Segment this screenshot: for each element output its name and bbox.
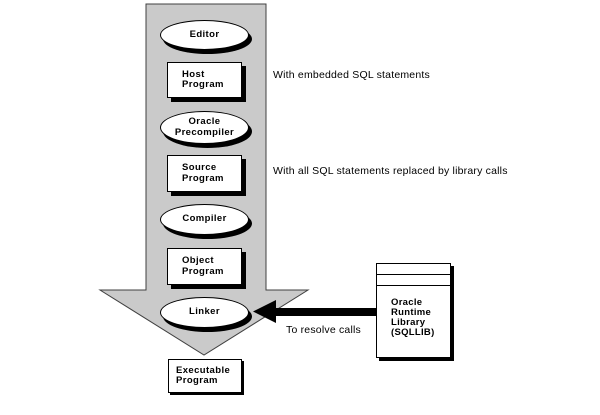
node-host-program-label: Host Program bbox=[182, 68, 224, 90]
library-box-top-line-2 bbox=[377, 275, 450, 286]
annotation-replaced-sql: With all SQL statements replaced by libr… bbox=[273, 165, 508, 177]
node-editor-label: Editor bbox=[189, 28, 220, 40]
node-source-program-label: Source Program bbox=[182, 162, 224, 184]
node-object-program: Object Program bbox=[167, 248, 242, 285]
node-compiler: Compiler bbox=[160, 204, 249, 235]
node-object-program-label: Object Program bbox=[182, 255, 224, 277]
node-linker: Linker bbox=[160, 297, 249, 328]
annotation-resolve-calls: To resolve calls bbox=[286, 324, 361, 336]
node-compiler-label: Compiler bbox=[182, 213, 227, 225]
node-host-program: Host Program bbox=[167, 62, 242, 98]
node-editor: Editor bbox=[160, 20, 249, 50]
node-executable-program-label: Executable Program bbox=[176, 364, 231, 386]
library-box-top-line-1 bbox=[377, 264, 450, 275]
library-box: Oracle Runtime Library (SQLLIB) bbox=[376, 263, 451, 358]
node-source-program: Source Program bbox=[167, 155, 242, 192]
library-box-label: Oracle Runtime Library (SQLLIB) bbox=[391, 297, 435, 338]
annotation-embedded-sql: With embedded SQL statements bbox=[273, 69, 430, 81]
node-linker-label: Linker bbox=[189, 306, 220, 318]
node-executable-program: Executable Program bbox=[168, 359, 242, 393]
resolve-calls-arrow-icon bbox=[253, 300, 377, 323]
node-oracle-precompiler-label: Oracle Precompiler bbox=[174, 116, 235, 138]
node-oracle-precompiler: Oracle Precompiler bbox=[160, 111, 249, 144]
